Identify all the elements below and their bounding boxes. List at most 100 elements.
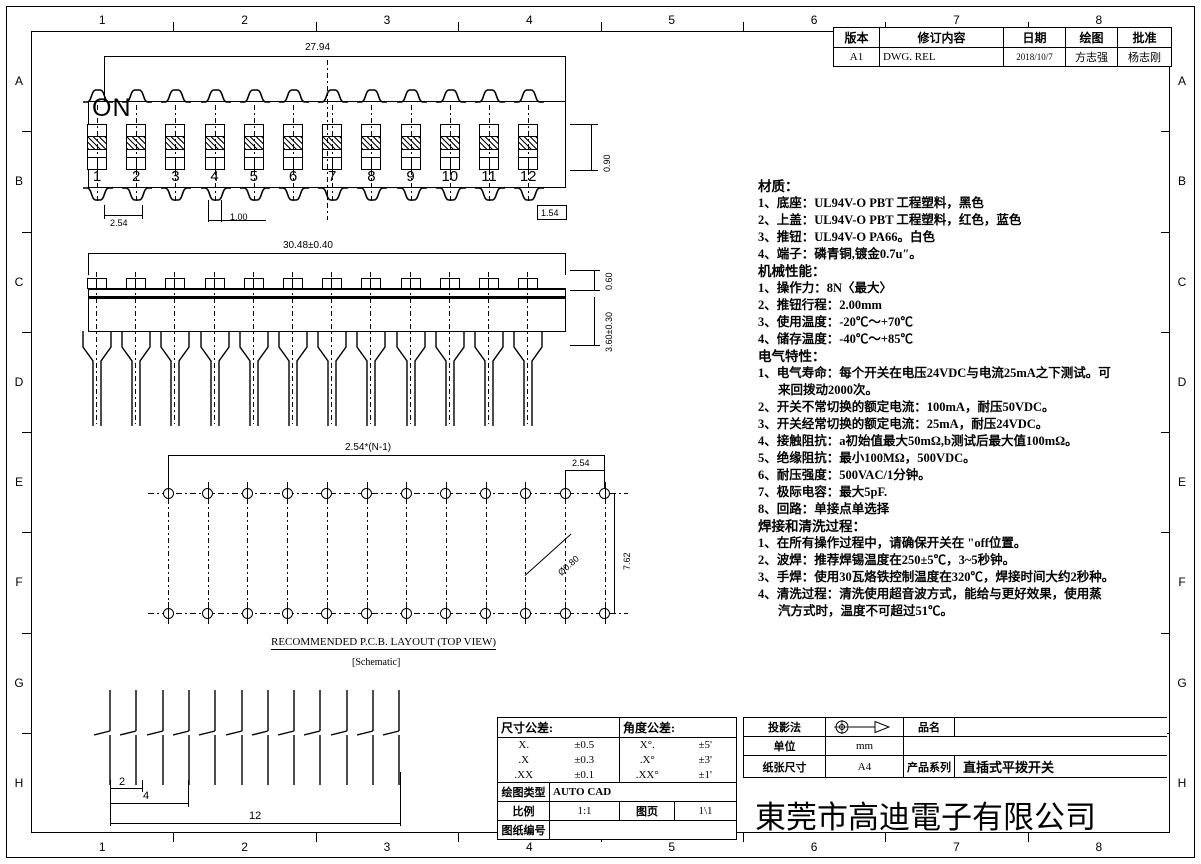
ext-sch2-r: [142, 780, 143, 792]
schematic-switch-12: [383, 690, 400, 785]
pcb-center-line-bottom: [148, 613, 628, 614]
dim-line-overall-top: [104, 56, 566, 57]
zone-column-5: 5: [668, 840, 676, 854]
tolerance-row-3: .XX ±0.1 .XX° ±1': [497, 767, 737, 783]
dim-line-actuator-w: [208, 220, 266, 221]
switch-center-line: [410, 105, 412, 201]
dwg-no-label: 图纸编号: [497, 820, 550, 840]
dim-actuator-width: 1.00: [230, 212, 248, 222]
dim-box-pin-width: [537, 205, 567, 220]
electrical-title: 电气特性：: [758, 349, 826, 364]
side-center-line: [174, 272, 176, 424]
ext-len-l: [88, 253, 89, 275]
zone-tick: [173, 22, 175, 31]
mechanical-item-1: 1、操作力：8N〈最大〉: [758, 281, 893, 295]
side-top-plate-top: [88, 288, 566, 290]
dim-line-762: [614, 493, 615, 613]
ext-sch12-r: [400, 772, 401, 826]
material-item-1: 1、底座：UL94V-O PBT 工程塑料，黑色: [758, 196, 984, 210]
terminal-notch-top: [200, 89, 231, 103]
switch-center-line: [332, 105, 334, 201]
ext-0-90-top: [570, 124, 598, 125]
dim-top-height: 0.60: [604, 272, 614, 290]
side-pin-10: [435, 331, 465, 426]
electrical-item-2: 2、开关不常切换的额定电流：100mA，耐压50VDC。: [758, 400, 1055, 414]
electrical-item-4: 4、接触阻抗：a初始值最大50mΩ,b测试后最大值100mΩ。: [758, 434, 1078, 448]
terminal-notch-top: [161, 89, 192, 103]
zone-row-D: D: [14, 374, 24, 389]
zone-column-3: 3: [383, 13, 391, 27]
terminal-notch-top: [435, 89, 466, 103]
tolerance-title-row: 尺寸公差: 角度公差:: [497, 717, 737, 738]
pcb-column-center-line: [445, 486, 447, 620]
dim-overall-width: 27.94: [305, 42, 331, 53]
material-title: 材质：: [758, 179, 799, 194]
side-center-line: [213, 272, 215, 424]
product-name-label: 品名: [903, 717, 955, 737]
zone-tick: [1161, 632, 1170, 634]
side-pin-5: [239, 331, 269, 426]
terminal-notch-top: [396, 89, 427, 103]
pcb-column-center-line: [366, 486, 368, 620]
side-center-line: [527, 272, 529, 424]
switch-number-9: 9: [406, 168, 415, 185]
side-top-plate-l: [88, 288, 89, 298]
zone-tick: [1161, 432, 1170, 433]
side-top-plate-r: [565, 288, 566, 298]
electrical-item-6: 6、耐压强度：500VAC/1分钟。: [758, 468, 931, 482]
side-center-line: [409, 272, 411, 424]
terminal-notch-bottom: [475, 187, 505, 201]
rev-header-drawn: 绘图: [1065, 27, 1118, 48]
dim-sch-2: 2: [119, 776, 126, 788]
ext-line-left: [104, 56, 105, 118]
dim-pitch: 2.54: [110, 218, 128, 228]
zone-tick: [22, 732, 31, 734]
terminal-notch-bottom: [357, 187, 388, 201]
dim-actuator-height: 0.90: [602, 154, 612, 172]
paper-value: A4: [825, 755, 904, 778]
switch-number-10: 10: [441, 168, 459, 185]
specifications-text: 材质： 1、底座：UL94V-O PBT 工程塑料，黑色 2、上盖：UL94V-…: [758, 178, 1114, 620]
rev-cell-approved: 杨志刚: [1117, 47, 1172, 67]
zone-tick: [22, 131, 31, 133]
soldering-title: 焊接和清洗过程：: [758, 519, 866, 534]
schematic-switch-6: [225, 690, 243, 785]
schematic-caption: [Schematic]: [352, 657, 401, 668]
pcb-column-center-line: [525, 486, 527, 620]
zone-tick: [600, 22, 602, 31]
side-pin-3: [160, 331, 191, 426]
terminal-notch-bottom: [161, 187, 192, 201]
switch-number-4: 4: [210, 168, 219, 185]
switch-center-line: [97, 105, 98, 201]
rev-header-approved: 批准: [1117, 27, 1172, 48]
scale-row: 比例 1:1 图页 1\1: [497, 801, 737, 821]
side-actuator-6: [283, 278, 303, 289]
switch-center-line: [528, 105, 530, 201]
revision-row: A1 DWG. REL 2018/10/7 方志强 杨志刚: [833, 47, 1172, 67]
zone-row-F: F: [1178, 575, 1186, 590]
dim-line-0-90: [591, 124, 592, 170]
zone-tick: [1161, 331, 1170, 333]
zone-tick: [458, 833, 460, 842]
ext-len-r: [565, 253, 566, 275]
draw-type-row: 绘图类型 AUTO CAD: [497, 782, 737, 802]
schematic-switch-7: [251, 690, 269, 785]
dwg-no-value: [549, 820, 737, 840]
side-actuator-9: [400, 278, 421, 289]
zone-tick: [315, 833, 317, 842]
zone-column-7: 7: [953, 13, 960, 27]
on-label: ON: [92, 94, 132, 122]
terminal-notch-bottom: [396, 187, 427, 201]
switch-center-line: [371, 105, 373, 201]
pcb-column-center-line: [485, 486, 487, 620]
switch-number-5: 5: [249, 168, 258, 185]
electrical-item-1-cont: 来回拨动2000次。: [778, 383, 879, 397]
side-actuator-3: [165, 278, 186, 289]
zone-column-1: 1: [98, 840, 106, 854]
rev-cell-drawn: 方志强: [1065, 47, 1118, 67]
dim-tol-label-2: .X: [497, 752, 550, 768]
terminal-notch-top: [122, 89, 153, 103]
projection-symbol-cell: [825, 717, 904, 737]
ext-sch12-l: [110, 788, 111, 826]
zone-column-4: 4: [525, 13, 533, 27]
